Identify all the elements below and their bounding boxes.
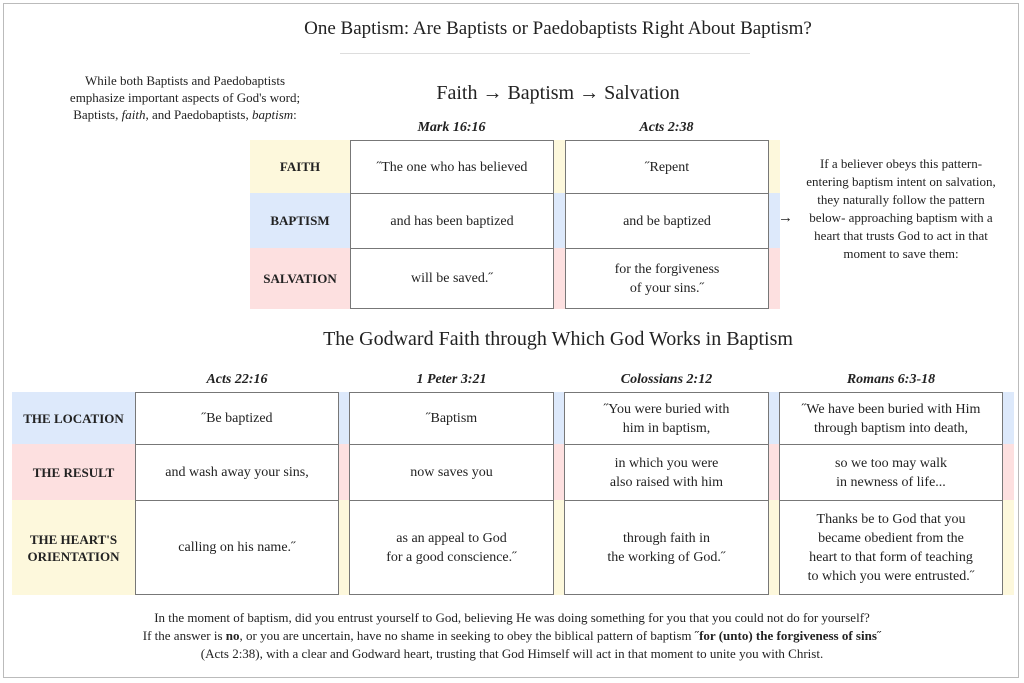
intro-line: While both Baptists and Paedobaptists — [84, 73, 286, 88]
text: for (unto) the forgiveness of sins — [699, 628, 877, 643]
intro-line: Baptists, faith, and Paedobaptists, bapt… — [40, 106, 330, 123]
text: baptism — [251, 107, 294, 122]
table-cell: so we too may walk in newness of life... — [779, 444, 1003, 501]
footer-line: In the moment of baptism, did you entrus… — [154, 610, 870, 625]
text: , or you are uncertain, have no shame in… — [239, 628, 700, 643]
text: ˝ — [876, 628, 882, 643]
table-cell: ˝Repent — [565, 140, 769, 194]
row-label-heart: THE HEART'S ORIENTATION — [27, 531, 120, 564]
table-cell: now saves you — [349, 444, 554, 501]
page-frame — [3, 3, 1019, 678]
table-cell: ˝We have been buried with Him through ba… — [779, 392, 1003, 445]
column-header: Mark 16:16 — [417, 120, 486, 135]
row-label-location: THE LOCATION — [23, 410, 124, 426]
column-header: Acts 2:38 — [639, 120, 694, 135]
page-title: One Baptism: Are Baptists or Paedobaptis… — [304, 18, 812, 39]
table-cell: Thanks be to God that you became obedien… — [779, 500, 1003, 595]
text: , and Paedobaptists, — [145, 107, 252, 122]
arrow-right-icon: → — [778, 210, 793, 226]
table-cell: ˝Be baptized — [135, 392, 339, 445]
intro-line: emphasize important aspects of God's wor… — [69, 90, 301, 105]
table-cell: ˝Baptism — [349, 392, 554, 445]
row-label-baptism: BAPTISM — [270, 213, 330, 228]
table-cell: and has been baptized — [350, 193, 554, 249]
table-cell: ˝The one who has believed — [350, 140, 554, 194]
table-cell: through faith in the working of God.˝ — [564, 500, 769, 595]
table-cell: calling on his name.˝ — [135, 500, 339, 595]
row-label-salvation: SALVATION — [263, 271, 337, 286]
table-cell: and wash away your sins, — [135, 444, 339, 501]
row-label-result: THE RESULT — [32, 464, 115, 480]
footer-text: In the moment of baptism, did you entrus… — [40, 609, 984, 663]
side-note: If a believer obeys this pattern- enteri… — [806, 156, 996, 261]
footer-line: (Acts 2:38), with a clear and Godward he… — [200, 646, 824, 661]
column-header: Acts 22:16 — [206, 372, 268, 387]
column-header: 1 Peter 3:21 — [416, 372, 487, 387]
table-cell: in which you were also raised with him — [564, 444, 769, 501]
table-cell: and be baptized — [565, 193, 769, 249]
text: no — [225, 628, 240, 643]
column-header: Colossians 2:12 — [620, 372, 713, 387]
footer-line: If the answer is no, or you are uncertai… — [40, 627, 984, 645]
table-cell: as an appeal to God for a good conscienc… — [349, 500, 554, 595]
table-cell: for the forgiveness of your sins.˝ — [565, 248, 769, 309]
flow-heading: Faith → Baptism → Salvation — [436, 82, 680, 104]
section-heading: The Godward Faith through Which God Work… — [323, 328, 793, 350]
title-divider — [340, 53, 750, 54]
text: : — [293, 107, 297, 122]
row-label-faith: FAITH — [279, 159, 321, 174]
intro-text: While both Baptists and Paedobaptists em… — [40, 72, 330, 123]
table-cell: will be saved.˝ — [350, 248, 554, 309]
text: Baptists, — [73, 107, 122, 122]
text: faith — [121, 107, 146, 122]
table-cell: ˝You were buried with him in baptism, — [564, 392, 769, 445]
text: If the answer is — [142, 628, 226, 643]
column-header: Romans 6:3-18 — [846, 372, 936, 387]
